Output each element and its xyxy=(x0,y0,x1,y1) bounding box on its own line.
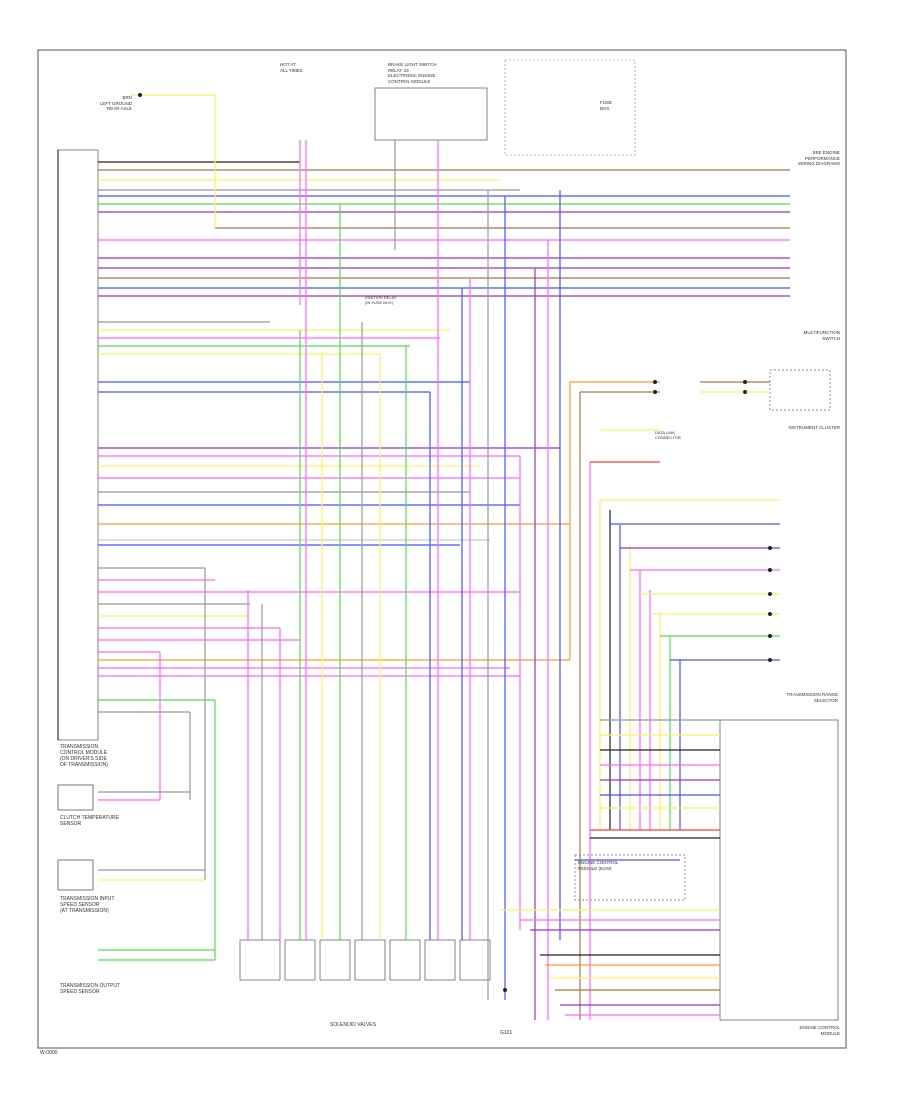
connector-dot xyxy=(768,546,772,550)
connector-dot xyxy=(138,93,142,97)
label-fuse-box-2: FUSE BOX xyxy=(600,100,613,111)
label-fuse-box-1: HOT AT ALL TIMES xyxy=(280,62,303,73)
input-speed-box xyxy=(57,859,94,891)
connector-dot xyxy=(768,658,772,662)
label-top-center: BRAKE LIGHT SWITCH RELAY 23 ELECTRONIC E… xyxy=(388,62,437,84)
label-instrument-cluster: INSTRUMENT CLUSTER xyxy=(788,425,840,430)
label-range-sensor: MULTIFUNCTION SWITCH xyxy=(803,330,840,341)
label-pcm: ENGINE CONTROL MODULE (ECM) xyxy=(578,860,619,871)
pcm-box xyxy=(574,854,686,901)
connector-dot xyxy=(768,634,772,638)
bottom-right-module xyxy=(719,719,839,1021)
footer-left: W-0000 xyxy=(40,1050,58,1056)
label-ignition-relay: IGNITION RELAY (IN FUSE BOX) xyxy=(365,295,397,305)
label-trans-fluid: TRANSMISSION RANGE SELECTOR xyxy=(786,692,838,703)
solenoid-blocks xyxy=(239,939,491,981)
label-right-top: SEE ENGINE PERFORMANCE WIRING DIAGRAMS xyxy=(797,150,840,166)
tcm-box xyxy=(57,149,99,741)
top-center-module xyxy=(374,87,488,141)
label-ecm: ENGINE CONTROL MODULE xyxy=(799,1025,840,1036)
label-data-link: DATA LINK CONNECTOR xyxy=(655,430,681,440)
label-left-tag: BRN LEFT GROUND REAR AXLE xyxy=(99,95,132,111)
label-tcm: TRANSMISSION CONTROL MODULE (ON DRIVER'S… xyxy=(60,744,108,768)
connector-dot xyxy=(768,592,772,596)
label-output-speed: TRANSMISSION OUTPUT SPEED SENSOR xyxy=(60,983,121,995)
range-sensor-box xyxy=(769,369,831,411)
label-input-speed: TRANSMISSION INPUT SPEED SENSOR (AT TRAN… xyxy=(60,896,115,914)
connector-dot xyxy=(768,612,772,616)
diagram-border xyxy=(37,49,847,1049)
wires xyxy=(98,93,790,1020)
connector-dot xyxy=(653,380,657,384)
label-solenoid-valves: SOLENOID VALVES xyxy=(330,1022,376,1028)
connector-dot xyxy=(743,380,747,384)
fuse-box-top xyxy=(504,59,636,156)
label-ground: G101 xyxy=(500,1030,513,1036)
connector-dot xyxy=(653,390,657,394)
connector-dot xyxy=(768,568,772,572)
label-clutch-sensor: CLUTCH TEMPERATURE SENSOR xyxy=(60,815,119,827)
connector-dot xyxy=(743,390,747,394)
connector-dot xyxy=(503,988,507,992)
clutch-sensor-box xyxy=(57,784,94,811)
